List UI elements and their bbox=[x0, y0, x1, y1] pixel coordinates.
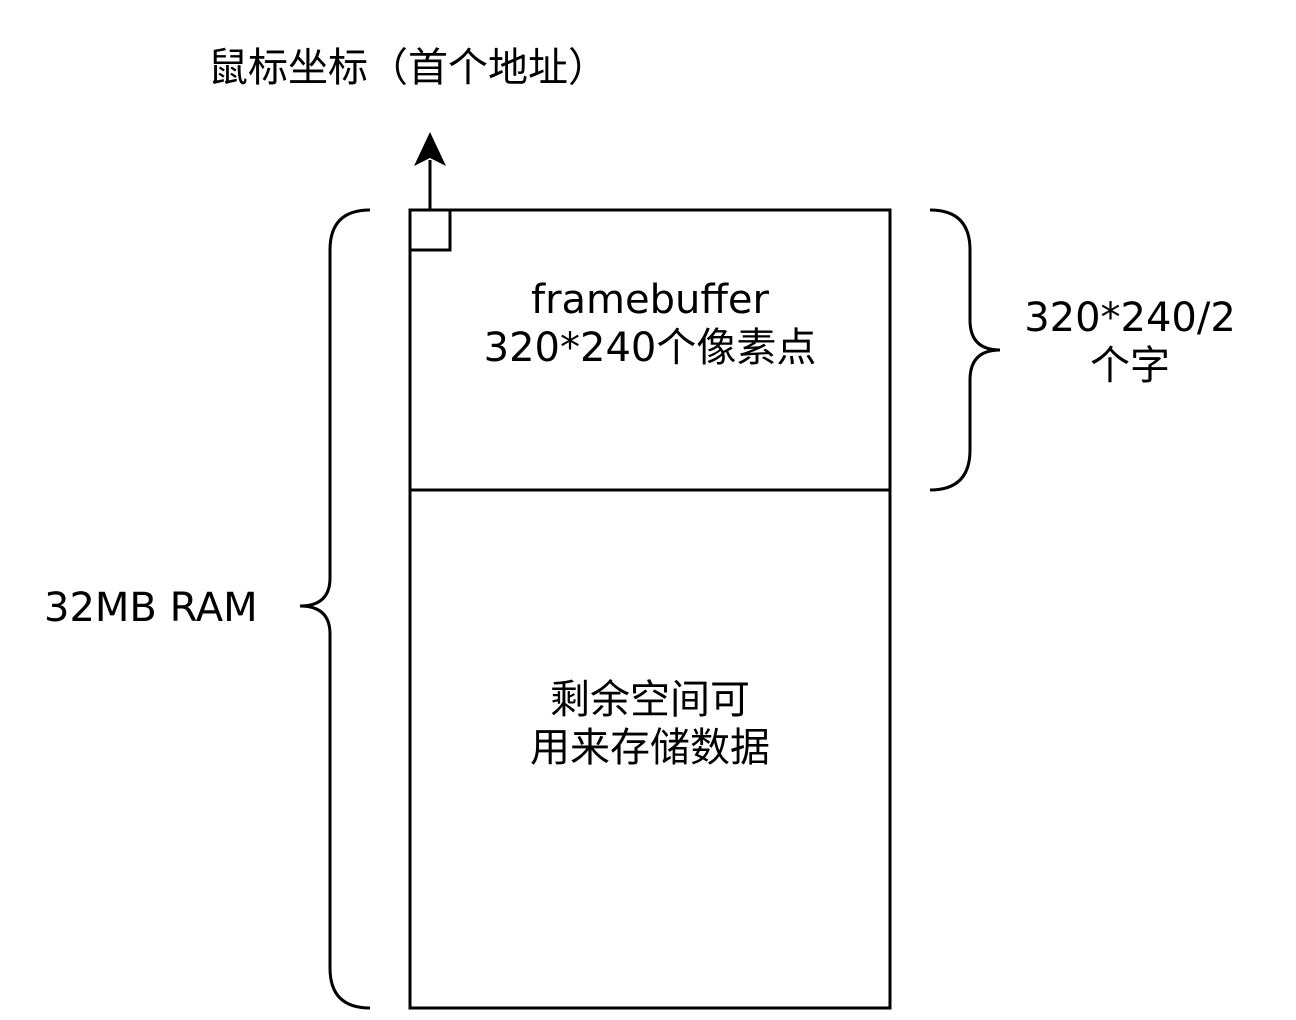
remaining-space-line1: 剩余空间可 bbox=[550, 677, 750, 723]
remaining-space-line2: 用来存储数据 bbox=[530, 725, 770, 771]
mouse-coordinate-label: 鼠标坐标（首个地址） bbox=[208, 45, 608, 91]
ram-brace bbox=[299, 208, 371, 1010]
ram-block bbox=[408, 208, 892, 1010]
framebuffer-size-line1: 320*240/2 bbox=[1024, 295, 1236, 341]
mouse-pointer-arrow-head bbox=[414, 132, 446, 166]
framebuffer-label-line2: 320*240个像素点 bbox=[483, 325, 817, 371]
remaining-space-label: 剩余空间可 用来存储数据 bbox=[410, 676, 890, 772]
framebuffer-label: framebuffer 320*240个像素点 bbox=[410, 276, 890, 372]
framebuffer-size-brace bbox=[929, 208, 1001, 492]
framebuffer-size-label: 320*240/2 个字 bbox=[990, 294, 1270, 390]
ram-label: 32MB RAM bbox=[44, 585, 258, 631]
framebuffer-size-line2: 个字 bbox=[1090, 343, 1170, 389]
framebuffer-label-line1: framebuffer bbox=[531, 277, 769, 323]
